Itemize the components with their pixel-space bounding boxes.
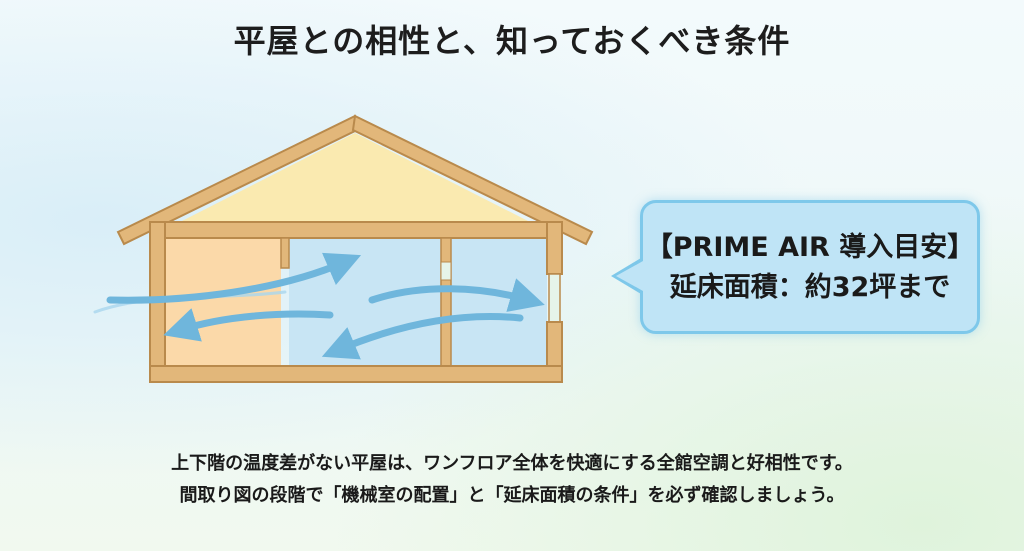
callout-line-2: 延床面積：約32坪まで	[669, 272, 951, 303]
room-left	[165, 238, 281, 368]
roof-right-rafter	[351, 114, 594, 246]
floor-beam	[149, 365, 563, 383]
airflow-arrow-3	[368, 278, 545, 312]
airflow-arrow-1	[106, 252, 362, 304]
airflow-arrow-4	[321, 313, 524, 360]
wall-partition-2	[440, 237, 452, 369]
wall-right-upper	[546, 221, 563, 275]
callout-pointer-fill	[616, 261, 643, 291]
caption-line-2: 間取り図の段階で「機械室の配置」と「延床面積の条件」を必ず確認しましょう。	[179, 485, 845, 506]
callout-line-1: 【PRIME AIR 導入目安】	[645, 232, 975, 263]
post-window-left	[440, 261, 452, 281]
room-right	[451, 238, 547, 368]
wall-partition-1	[280, 237, 290, 269]
caption-line-1: 上下階の温度差がない平屋は、ワンフロア全体を快適にする全館空調と好相性です。	[171, 453, 853, 474]
callout-box	[640, 200, 980, 334]
attic-area	[180, 133, 530, 222]
caption: 上下階の温度差がない平屋は、ワンフロア全体を快適にする全館空調と好相性です。 間…	[0, 448, 1024, 512]
info-callout: 【PRIME AIR 導入目安】 延床面積：約32坪まで	[611, 200, 980, 334]
page-title: 平屋との相性と、知っておくべき条件	[233, 22, 791, 60]
callout-text: 【PRIME AIR 導入目安】 延床面積：約32坪まで	[640, 228, 980, 308]
window-right	[548, 273, 561, 323]
airflow-arrow-2	[163, 308, 334, 342]
room-center	[289, 238, 441, 368]
ceiling-beam	[149, 221, 563, 239]
